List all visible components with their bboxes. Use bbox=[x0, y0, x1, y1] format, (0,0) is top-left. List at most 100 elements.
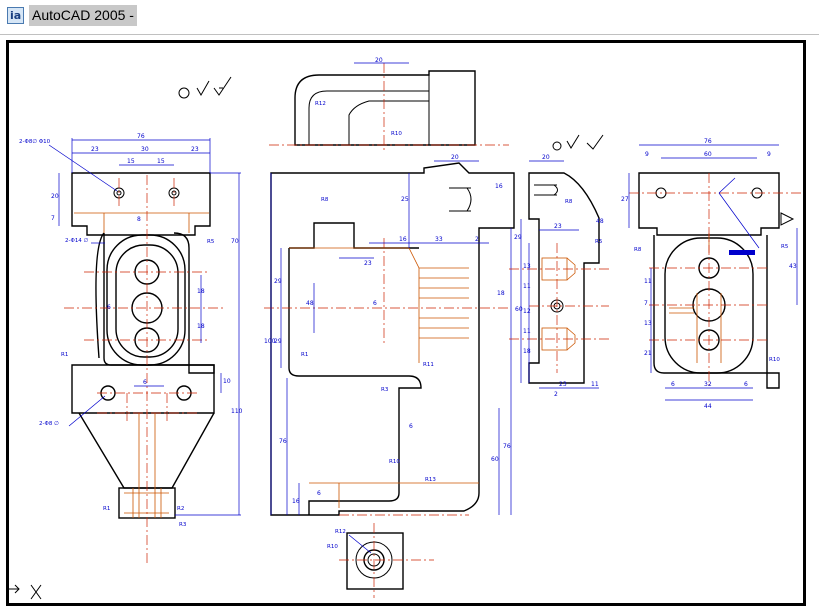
dim-right-44: 44 bbox=[704, 403, 712, 410]
radius-r8-right: R8 bbox=[634, 247, 642, 253]
radius-r12-bottom: R12 bbox=[335, 529, 346, 535]
radius-r1-lower: R1 bbox=[103, 506, 110, 512]
dim-front-20: 20 bbox=[451, 154, 459, 161]
radius-r3b: R3 bbox=[381, 387, 389, 393]
engineering-drawing: .ol{fill:none;stroke:#000;stroke-width:1… bbox=[9, 57, 803, 600]
radius-r5-right: R5 bbox=[781, 244, 789, 250]
dim-76b: 76 bbox=[503, 443, 511, 450]
dim-right-43: 43 bbox=[789, 263, 797, 270]
dim-6b: 6 bbox=[373, 300, 377, 307]
dim-6-lower: 6 bbox=[143, 379, 147, 386]
dim-12: 12 bbox=[523, 308, 531, 315]
dim-11: 11 bbox=[523, 283, 531, 290]
dim-8: 8 bbox=[137, 216, 141, 223]
radius-r11: R11 bbox=[423, 362, 434, 368]
dim-right-21: 21 bbox=[644, 350, 652, 357]
dim-100: 100 bbox=[264, 338, 276, 345]
dim-side-11: 11 bbox=[523, 328, 531, 335]
dim-right-32: 32 bbox=[704, 381, 712, 388]
dim-15a: 15 bbox=[127, 158, 135, 165]
radius-r1-front: R1 bbox=[301, 352, 308, 358]
radius-r10: R10 bbox=[391, 131, 402, 137]
radius-r10-right: R10 bbox=[769, 357, 780, 363]
dim-16c: 16 bbox=[292, 498, 300, 505]
dim-23: 23 bbox=[364, 260, 372, 267]
radius-r13: R13 bbox=[425, 477, 436, 483]
dim-18b: 18 bbox=[197, 323, 205, 330]
radius-r8: R8 bbox=[321, 197, 329, 203]
blue-marker-bar bbox=[729, 250, 755, 255]
dim-76: 76 bbox=[137, 133, 145, 140]
dim-6-front: 6 bbox=[409, 423, 413, 430]
dim-11b: 11 bbox=[591, 381, 599, 388]
dim-18c: 18 bbox=[497, 290, 505, 297]
dim-top-20: 20 bbox=[375, 57, 383, 64]
dim-side-20: 20 bbox=[542, 154, 550, 161]
dim-48: 48 bbox=[306, 300, 314, 307]
dim-16: 16 bbox=[399, 236, 407, 243]
dim-right-11: 11 bbox=[644, 278, 652, 285]
dim-6: 6 bbox=[107, 304, 111, 311]
dim-25: 25 bbox=[401, 196, 409, 203]
radius-r2: R2 bbox=[177, 506, 184, 512]
dim-110: 110 bbox=[231, 408, 243, 415]
dim-60: 60 bbox=[491, 456, 499, 463]
dim-16b: 16 bbox=[495, 183, 503, 190]
dim-side-23: 23 bbox=[554, 223, 562, 230]
dim-13: 13 bbox=[523, 263, 531, 270]
dim-48b: 48 bbox=[596, 218, 604, 225]
window-title: AutoCAD 2005 - bbox=[29, 5, 137, 26]
radius-r12: R12 bbox=[315, 101, 326, 107]
dim-7: 7 bbox=[51, 215, 55, 222]
window-title-bar: ia AutoCAD 2005 - bbox=[0, 0, 819, 34]
radius-r8-side: R8 bbox=[565, 199, 573, 205]
dim-29b: 29 bbox=[274, 338, 282, 345]
dim-10: 10 bbox=[223, 378, 231, 385]
radius-r5-side: R5 bbox=[595, 239, 603, 245]
dim-18d: 18 bbox=[523, 348, 531, 355]
dim-29a: 29 bbox=[274, 278, 282, 285]
dim-70: 70 bbox=[231, 238, 239, 245]
dim-right-60: 60 bbox=[704, 151, 712, 158]
dim-right-27: 27 bbox=[621, 196, 629, 203]
ucs-icon bbox=[9, 584, 42, 600]
dim-side-23-bottom: 23 bbox=[559, 381, 567, 388]
bottom-detail-view: R12 R10 bbox=[327, 523, 434, 598]
dim-15b: 15 bbox=[157, 158, 165, 165]
front-view: 20 25 16 16 33 2 23 29 29 48 6 18 100 76… bbox=[264, 154, 515, 516]
dim-33: 33 bbox=[435, 236, 443, 243]
dim-right-7: 7 bbox=[644, 300, 648, 307]
dim-30: 30 bbox=[141, 146, 149, 153]
dim-23a: 23 bbox=[91, 146, 99, 153]
dim-right-9b: 9 bbox=[767, 151, 771, 158]
top-view: 20 R12 R10 bbox=[269, 57, 509, 153]
dim-20: 20 bbox=[51, 193, 59, 200]
left-view: 76 23 30 23 15 15 70 110 20 7 18 18 6 8 … bbox=[19, 76, 243, 563]
dim-18a: 18 bbox=[197, 288, 205, 295]
autocad-app-icon[interactable]: ia bbox=[7, 7, 24, 24]
dim-6c: 6 bbox=[317, 490, 321, 497]
dim-23b: 23 bbox=[191, 146, 199, 153]
dim-right-6a: 6 bbox=[671, 381, 675, 388]
dim-2b: 2 bbox=[554, 391, 558, 398]
dim-60b: 60 bbox=[515, 306, 523, 313]
radius-r1: R1 bbox=[61, 352, 68, 358]
dim-right-9a: 9 bbox=[645, 151, 649, 158]
title-bar-divider bbox=[0, 34, 819, 35]
radius-r3: R3 bbox=[179, 522, 187, 528]
radius-r10-front: R10 bbox=[389, 459, 400, 465]
dim-right-76: 76 bbox=[704, 138, 712, 145]
radius-r10-bottom: R10 bbox=[327, 544, 338, 550]
note-hole-1: 2-Φ8∅ Φ10 bbox=[19, 139, 51, 145]
right-view: 76 60 9 9 27 43 11 7 13 21 6 32 6 44 R10… bbox=[621, 138, 803, 410]
side-view: 20 23 29 13 11 12 11 18 60 23 11 2 48 R8… bbox=[509, 134, 609, 398]
dim-right-6b: 6 bbox=[744, 381, 748, 388]
note-hole-3: 2-Φ8 ∅ bbox=[39, 421, 59, 427]
radius-r5: R5 bbox=[207, 239, 215, 245]
dim-29c: 29 bbox=[514, 234, 522, 241]
note-hole-2: 2-Φ14 ∅ bbox=[65, 238, 89, 244]
drawing-canvas[interactable]: .ol{fill:none;stroke:#000;stroke-width:1… bbox=[6, 40, 806, 606]
dim-2: 2 bbox=[475, 236, 479, 243]
dim-right-13: 13 bbox=[644, 320, 652, 327]
dim-76a: 76 bbox=[279, 438, 287, 445]
